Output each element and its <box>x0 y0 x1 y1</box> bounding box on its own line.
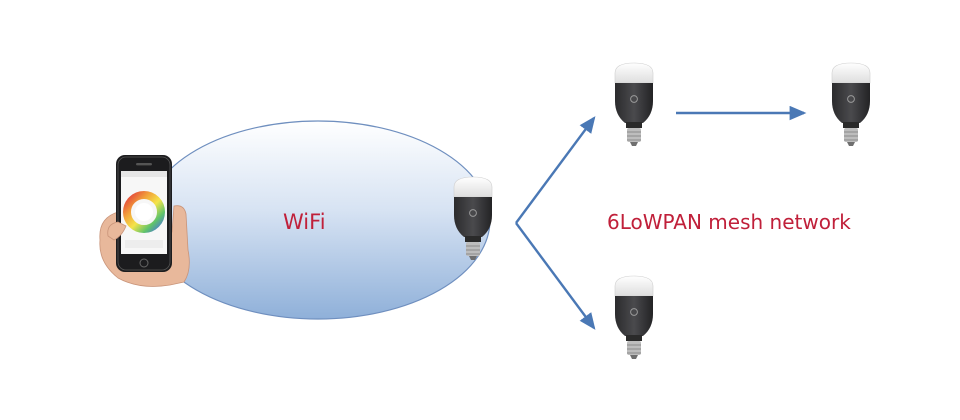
arrow-to-top-bulb <box>515 116 596 224</box>
smart-bulb-icon <box>614 62 654 147</box>
smart-bulb-icon <box>831 62 871 147</box>
mesh-network-label: 6LoWPAN mesh network <box>607 210 851 234</box>
smart-bulb-icon <box>614 275 654 360</box>
smartphone-app-icon <box>99 155 190 287</box>
arrow-to-bottom-bulb <box>515 222 596 330</box>
wifi-label: WiFi <box>283 210 326 234</box>
